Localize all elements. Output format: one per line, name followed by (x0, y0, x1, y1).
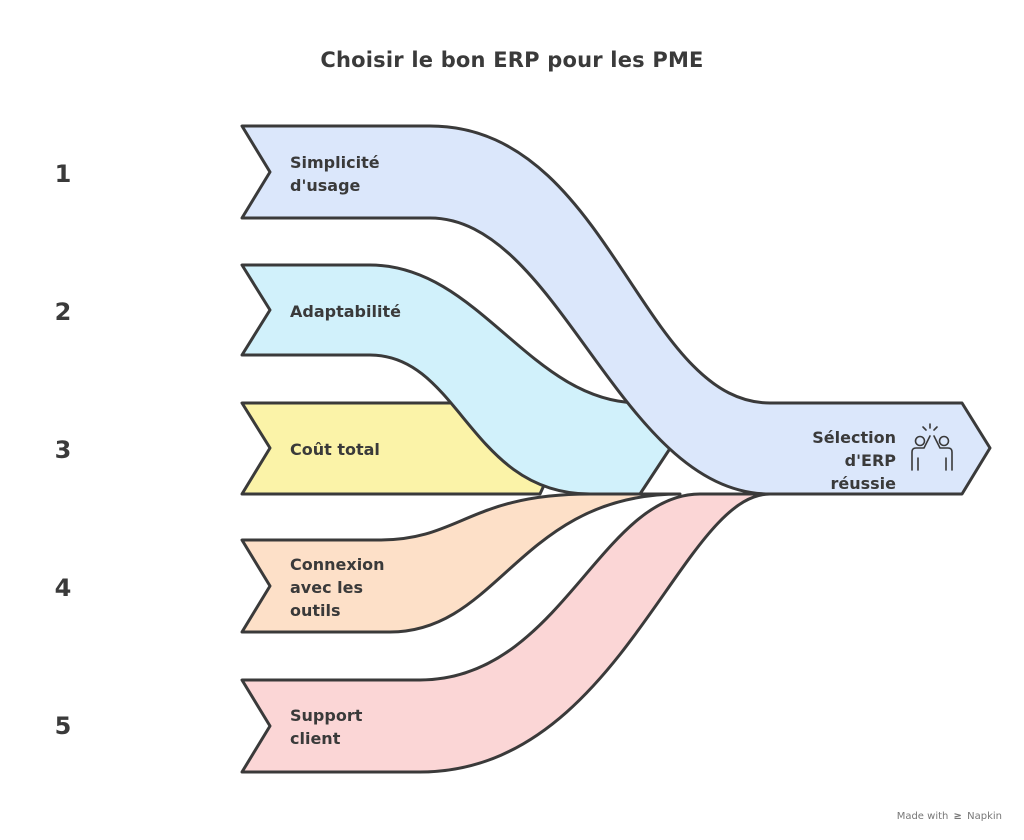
napkin-logo-icon: ≥ (953, 811, 962, 822)
label-support-client: Support client (290, 706, 363, 748)
napkin-brand: Napkin (967, 811, 1002, 822)
step-number-3: 3 (54, 436, 72, 464)
band-support-client (240, 492, 772, 774)
band-connexion-outils (240, 492, 682, 634)
diagram-title: Choisir le bon ERP pour les PME (320, 48, 704, 72)
made-with-text: Made with (896, 811, 949, 822)
band-simplicite-usage (240, 124, 992, 496)
step-number-2: 2 (54, 298, 72, 326)
label-simplicite-usage: Simplicité d'usage (290, 153, 380, 195)
label-connexion-outils: Connexion avec les outils (290, 555, 385, 620)
band-adaptabilite (240, 263, 702, 496)
step-number-5: 5 (54, 712, 72, 740)
step-number-4: 4 (54, 574, 72, 602)
label-cout-total: Coût total (290, 440, 380, 459)
outcome-label: Sélection d'ERP réussie (812, 428, 896, 493)
step-number-1: 1 (54, 160, 72, 188)
napkin-credit: Made with ≥ Napkin (897, 811, 1002, 822)
high-five-icon (911, 423, 953, 471)
label-adaptabilite: Adaptabilité (290, 302, 401, 321)
